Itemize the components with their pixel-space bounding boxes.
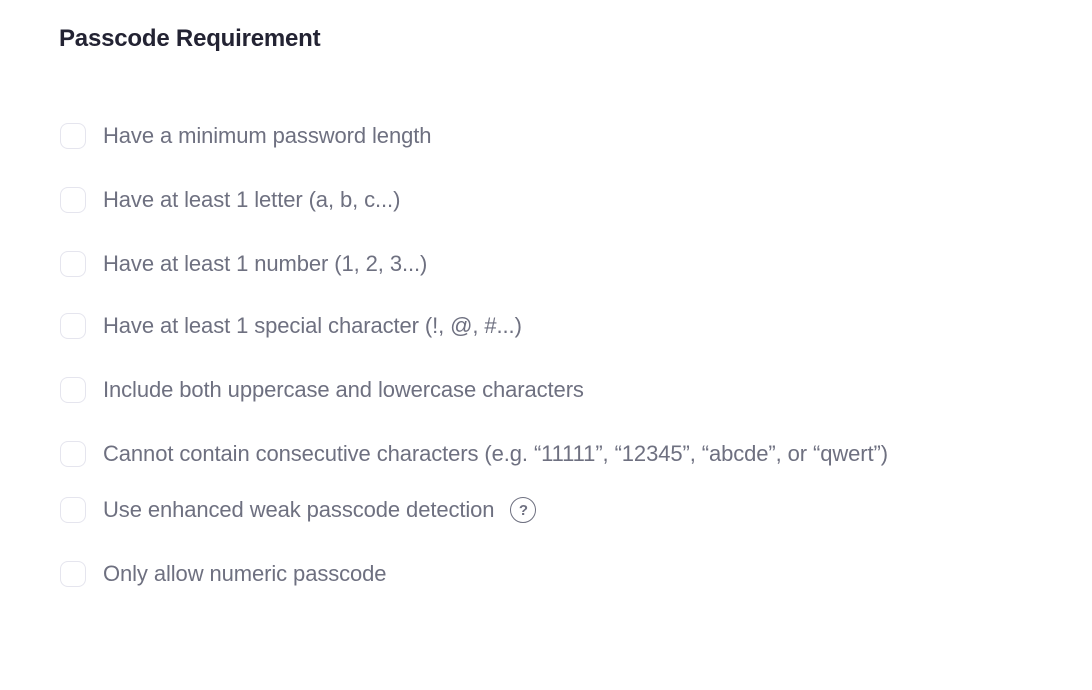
- requirement-row: Have at least 1 number (1, 2, 3...): [60, 251, 1092, 277]
- requirement-checkbox[interactable]: [60, 187, 86, 213]
- requirement-label: Have at least 1 letter (a, b, c...): [103, 187, 401, 212]
- requirement-row: Have at least 1 letter (a, b, c...): [60, 187, 1092, 213]
- requirement-row: Have at least 1 special character (!, @,…: [60, 313, 1092, 339]
- requirement-checkbox[interactable]: [60, 377, 86, 403]
- requirement-checkbox[interactable]: [60, 441, 86, 467]
- requirement-label: Cannot contain consecutive characters (e…: [103, 441, 888, 466]
- requirement-label: Only allow numeric passcode: [103, 561, 387, 586]
- section-title: Passcode Requirement: [59, 25, 321, 52]
- requirement-checkbox[interactable]: [60, 561, 86, 587]
- requirement-label: Have at least 1 special character (!, @,…: [103, 313, 522, 338]
- requirement-row: Have a minimum password length: [60, 123, 1092, 149]
- requirement-list: Have a minimum password length Have at l…: [60, 123, 1092, 587]
- requirement-checkbox[interactable]: [60, 123, 86, 149]
- requirement-row: Use enhanced weak passcode detection ?: [60, 497, 1092, 523]
- requirement-label: Use enhanced weak passcode detection: [103, 497, 495, 522]
- requirement-label: Include both uppercase and lowercase cha…: [103, 377, 584, 402]
- question-mark-icon[interactable]: ?: [510, 497, 537, 523]
- passcode-requirement-section: Passcode Requirement Have a minimum pass…: [59, 25, 1092, 587]
- question-mark-glyph: ?: [518, 501, 529, 519]
- requirement-label: Have at least 1 number (1, 2, 3...): [103, 251, 428, 276]
- requirement-row: Cannot contain consecutive characters (e…: [60, 441, 1092, 467]
- requirement-checkbox[interactable]: [60, 497, 86, 523]
- requirement-checkbox[interactable]: [60, 251, 86, 277]
- requirement-checkbox[interactable]: [60, 313, 86, 339]
- requirement-row: Only allow numeric passcode: [60, 561, 1092, 587]
- requirement-row: Include both uppercase and lowercase cha…: [60, 377, 1092, 403]
- requirement-label: Have a minimum password length: [103, 123, 432, 148]
